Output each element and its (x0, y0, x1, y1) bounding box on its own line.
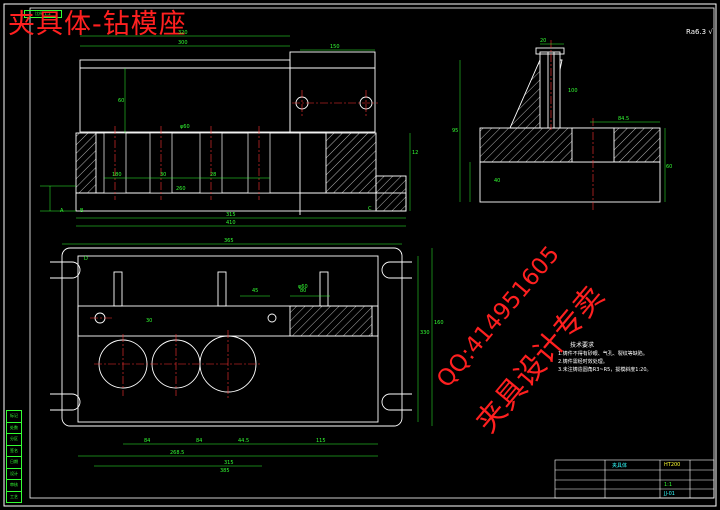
technical-note-1: 1.铸件不得有砂眼、气孔、裂纹等缺陷。 (558, 351, 648, 357)
surface-finish-mark: Ra6.3 √ (686, 28, 713, 36)
revision-cell: 设计 (6, 467, 22, 479)
side-dim: 84.5 (618, 116, 630, 122)
plan-dim: 45 (252, 288, 259, 294)
plan-dim: 268.5 (170, 450, 185, 456)
plan-dim: 80 (300, 288, 307, 294)
revision-cell: 审核 (6, 479, 22, 491)
technical-notes-heading: 技术要求 (570, 342, 595, 349)
front-datum: C (368, 206, 372, 212)
front-datum: B (80, 208, 84, 214)
title-block-material: HT200 (664, 462, 681, 468)
side-dim: 40 (494, 178, 501, 184)
plan-pin (267, 313, 277, 323)
corner-tag: 比例 1:2 (24, 10, 62, 18)
front-dimensions (40, 35, 411, 227)
front-dim: 300 (178, 40, 188, 46)
front-dim: 12 (412, 150, 419, 156)
plan-post-1 (113, 271, 123, 307)
front-dim: 28 (210, 172, 217, 178)
plan-dim: 330 (420, 330, 430, 336)
plan-post-3 (319, 271, 329, 307)
plan-dim: 365 (224, 238, 234, 244)
plan-dim: 385 (220, 468, 230, 474)
front-centerlines (114, 90, 378, 200)
front-dim: 260 (176, 186, 186, 192)
side-dim: 20 (540, 38, 547, 44)
front-view (75, 51, 407, 215)
plan-dim: 84 (144, 438, 151, 444)
revision-cell: 签名 (6, 444, 22, 456)
plan-dim: 160 (434, 320, 444, 326)
technical-note-2: 2.铸件需经时效处理。 (558, 359, 608, 365)
revision-cell: 分区 (6, 433, 22, 445)
side-dim: 95 (452, 128, 459, 134)
side-top-cap (535, 47, 565, 55)
front-foot (75, 192, 407, 212)
side-section (479, 127, 661, 163)
plan-centerlines (90, 317, 262, 400)
front-dim: 320 (178, 30, 188, 36)
title-block-scale: 1:1 (664, 482, 673, 488)
side-dim: 100 (568, 88, 578, 94)
front-dim: 150 (330, 44, 340, 50)
technical-notes: 技术要求 1.铸件不得有砂眼、气孔、裂纹等缺陷。 2.铸件需经时效处理。 3.未… (558, 342, 652, 374)
plan-clamp-hatch (289, 305, 373, 337)
side-dim: 60 (666, 164, 673, 170)
plan-outline (61, 247, 403, 427)
plan-slots (50, 261, 412, 411)
revision-strip: 标记 处数 分区 签名 日期 设计 审核 工艺 (6, 410, 22, 503)
plan-datum: D (84, 256, 88, 262)
revision-cell: 工艺 (6, 490, 22, 503)
plan-dim: 44.5 (238, 438, 250, 444)
revision-cell: 日期 (6, 456, 22, 468)
plan-dim: 30 (146, 318, 153, 324)
plan-dimensions (62, 243, 433, 467)
plan-dim: 315 (224, 460, 234, 466)
revision-cell: 处数 (6, 421, 22, 433)
side-view (479, 47, 661, 203)
front-dim: 30 (160, 172, 167, 178)
inner-frame (29, 7, 715, 499)
front-dim: 315 (226, 212, 236, 218)
title-block (554, 459, 715, 499)
front-dim: 60 (118, 98, 125, 104)
side-upright (539, 51, 561, 129)
front-dim: 180 (112, 172, 122, 178)
front-foot-hatch (375, 175, 407, 212)
plan-view (50, 247, 412, 427)
title-block-drawing-no: JJ-01 (664, 491, 675, 497)
front-dim: 410 (226, 220, 236, 226)
plan-post-2 (217, 271, 227, 307)
title-block-part-name: 夹具体 (612, 463, 628, 469)
plan-dim: φ60 (298, 284, 308, 290)
plan-dim: 84 (196, 438, 203, 444)
front-rear-block (289, 51, 376, 133)
side-base (479, 161, 661, 203)
sheet-border (3, 3, 717, 507)
technical-note-3: 3.未注铸造圆角R3~R5，拔模斜度1:20。 (558, 367, 652, 373)
front-datum: A (60, 208, 64, 214)
side-centerlines (550, 40, 594, 210)
front-upper-plate (79, 59, 291, 133)
front-dim: φ60 (180, 124, 190, 130)
revision-cell: 标记 (6, 410, 22, 422)
plan-inner (77, 255, 379, 423)
plan-dim: 115 (316, 438, 326, 444)
drawing-title: 夹具体-钻模座 (8, 9, 187, 40)
side-dimensions (459, 43, 666, 202)
